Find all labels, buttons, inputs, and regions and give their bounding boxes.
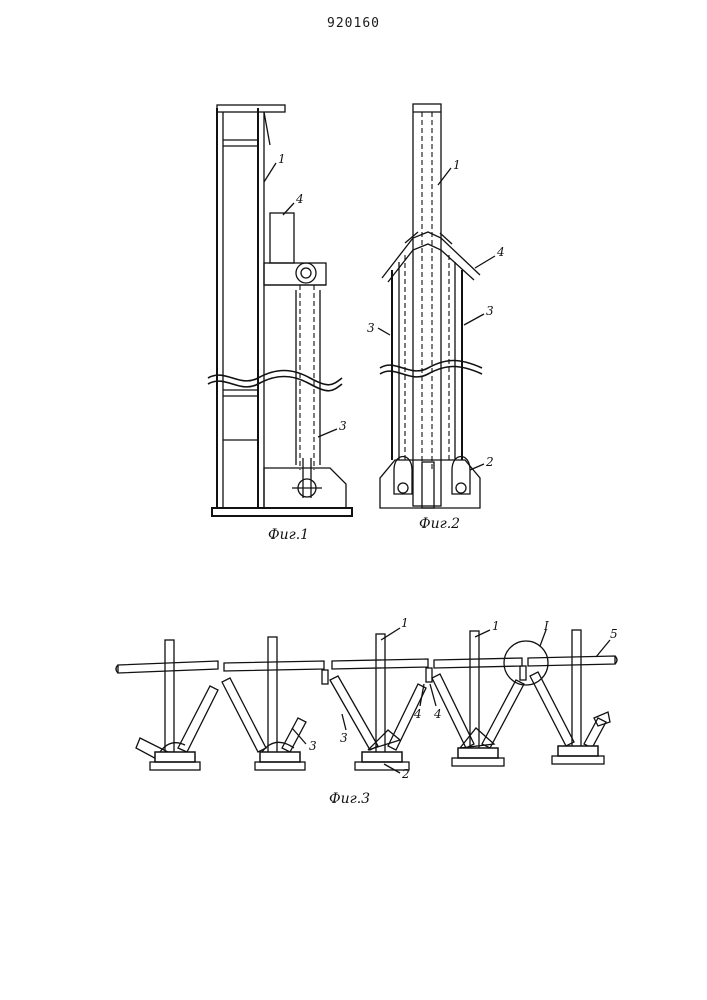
fig3-label-4-second: 4 <box>433 707 442 721</box>
fig1-caption: Фиг.1 <box>268 527 309 543</box>
fig3-label-1-first: 1 <box>401 616 409 630</box>
fig2-label-3-right: 3 <box>486 304 494 318</box>
fig2-label-4: 4 <box>496 245 505 259</box>
fig2-label-1: 1 <box>453 158 461 172</box>
figure-3-drawing <box>116 628 617 773</box>
figure-1-drawing <box>208 105 352 516</box>
fig3-label-4-first: 4 <box>413 707 422 721</box>
fig3-caption: Фиг.3 <box>329 791 370 807</box>
fig3-label-3-second: 3 <box>340 731 348 745</box>
fig2-caption: Фиг.2 <box>419 516 460 532</box>
fig1-label-1: 1 <box>278 152 286 166</box>
fig2-label-2: 2 <box>485 455 494 469</box>
fig3-label-2: 2 <box>401 767 410 781</box>
fig2-label-3-left: 3 <box>367 321 375 335</box>
fig3-label-detail-I: I <box>543 619 549 633</box>
fig3-label-3-first: 3 <box>309 739 317 753</box>
fig3-label-5: 5 <box>610 627 618 641</box>
fig1-label-4: 4 <box>295 192 304 206</box>
figure-2-drawing <box>378 104 495 508</box>
fig1-label-3: 3 <box>339 419 347 433</box>
fig3-label-1-second: 1 <box>492 619 500 633</box>
